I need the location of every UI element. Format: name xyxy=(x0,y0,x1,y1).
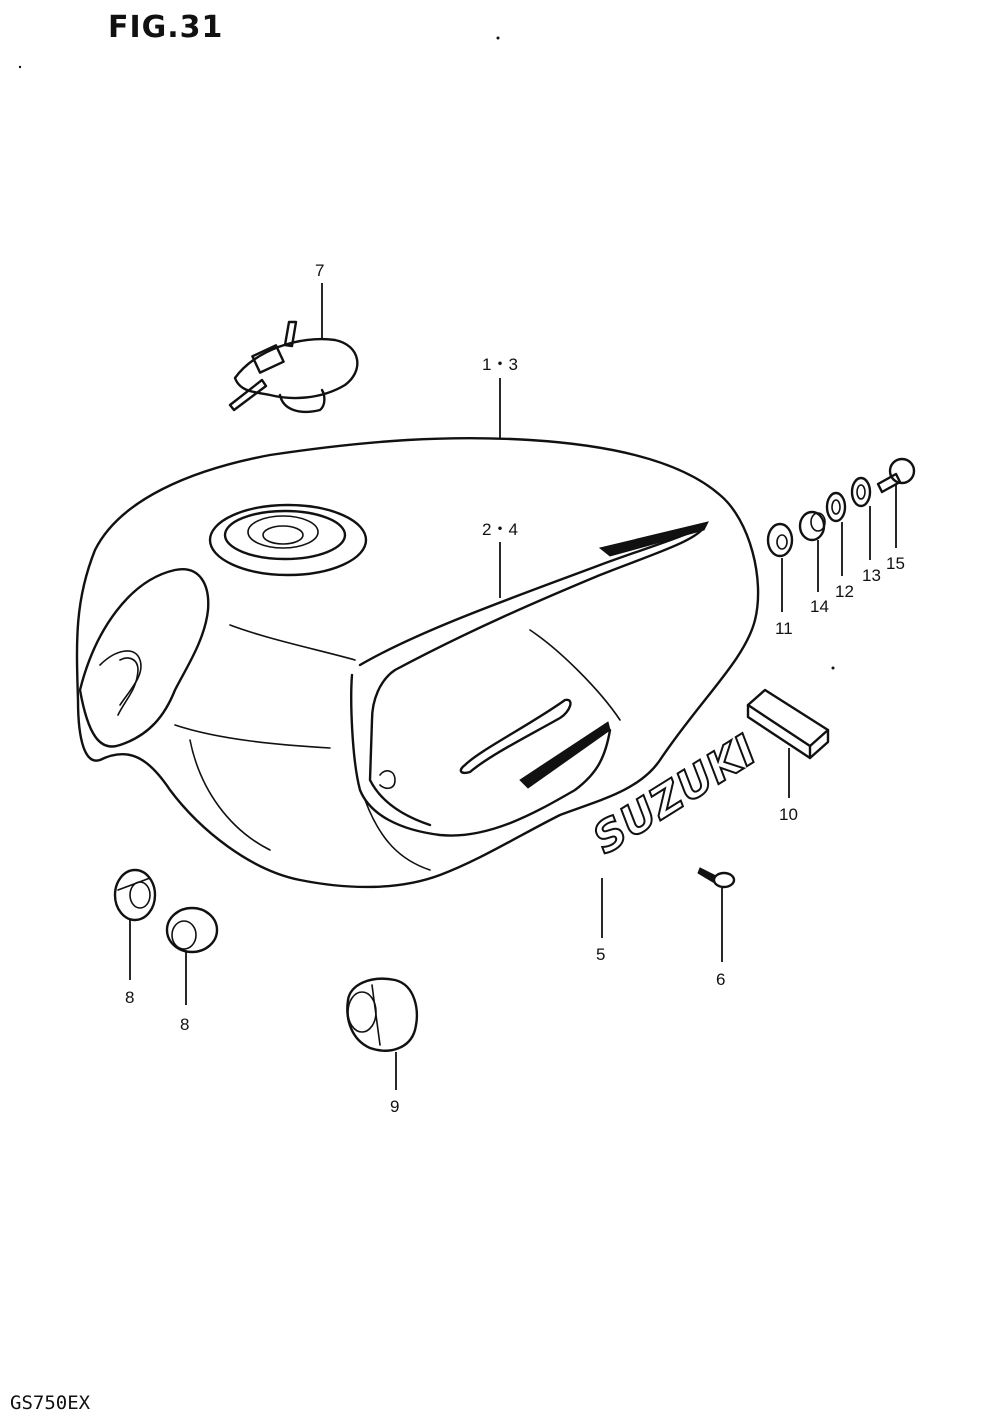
washer-12 xyxy=(825,491,847,523)
washer-13 xyxy=(850,476,872,508)
callout-tank-pad: 10 xyxy=(779,805,798,824)
model-code: GS750EX xyxy=(10,1392,91,1414)
callout-fuel-cap: 7 xyxy=(315,261,324,280)
callout-spacer-14: 14 xyxy=(810,597,829,616)
tank-pad xyxy=(746,688,830,760)
callout-bolt-15: 15 xyxy=(886,554,905,573)
rear-cushion xyxy=(346,977,418,1052)
callout-fuel-tank: 1・3 xyxy=(482,355,518,374)
callout-labels: 7 1・3 2・4 5 6 10 11 14 12 13 15 8 8 9 xyxy=(125,261,905,1116)
leader-lines xyxy=(129,283,897,1090)
callout-emblem-screw: 6 xyxy=(716,970,725,989)
cushion-front-left xyxy=(113,868,157,922)
callout-washer-12: 12 xyxy=(835,582,854,601)
suzuki-emblem: SUZUKI xyxy=(583,724,766,865)
fuel-cap xyxy=(228,320,359,414)
callout-cushion-11: 11 xyxy=(775,619,793,638)
callout-washer-13: 13 xyxy=(862,566,881,585)
callout-rear-cushion: 9 xyxy=(390,1097,399,1116)
scan-specks xyxy=(18,36,835,670)
suzuki-logo-text: SUZUKI xyxy=(584,725,765,864)
figure-title: FIG.31 xyxy=(108,10,224,45)
fuel-tank xyxy=(75,436,760,889)
emblem-screw xyxy=(697,867,736,889)
spacer-14 xyxy=(798,510,826,542)
callout-cushion-b: 8 xyxy=(180,1015,189,1034)
callout-tank-stripe: 2・4 xyxy=(482,520,518,539)
cushion-11 xyxy=(766,522,794,558)
bolt-15 xyxy=(876,457,916,494)
callout-emblem: 5 xyxy=(596,945,605,964)
callout-cushion-a: 8 xyxy=(125,988,134,1007)
cushion-front-right xyxy=(165,906,219,954)
